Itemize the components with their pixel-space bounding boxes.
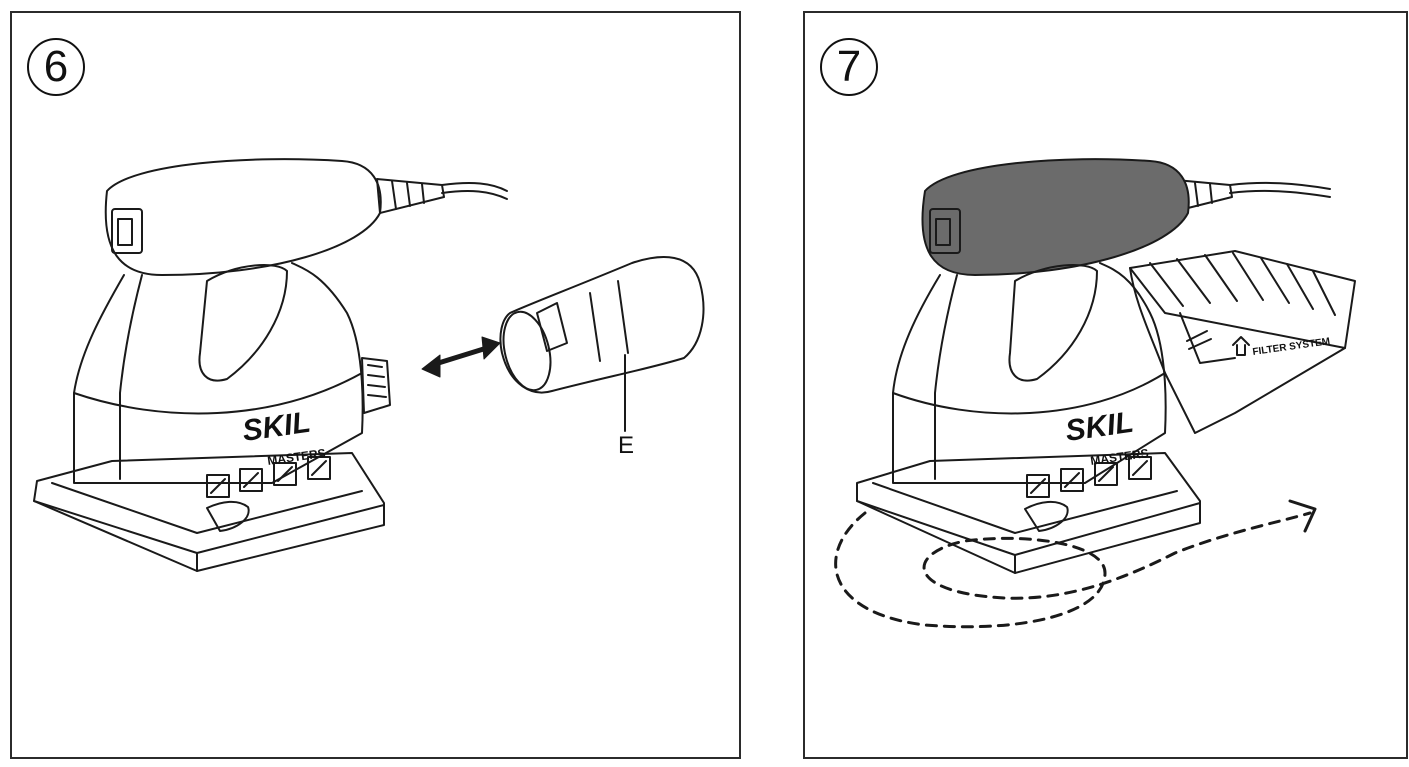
vent [206, 474, 230, 498]
motion-arrowhead [1288, 499, 1317, 533]
cord-strain-relief [376, 178, 445, 214]
sanding-base [33, 452, 385, 572]
sander-with-filter-illustration: FILTER SYSTEM SKIL MASTERS [834, 158, 1356, 629]
sander-with-adapter-illustration: SKIL MASTERS E [33, 158, 705, 572]
brand-logo: SKIL [1063, 406, 1135, 448]
motion-path [834, 511, 1312, 629]
power-cord [1229, 181, 1331, 190]
step-number-badge: 6 [27, 38, 85, 96]
grip-opening [198, 264, 288, 382]
figure-6-panel: 6 [10, 11, 741, 759]
filter-system-label: FILTER SYSTEM [1252, 336, 1331, 358]
grip-opening [1008, 264, 1098, 382]
dust-adapter [499, 256, 705, 394]
double-arrow [429, 344, 493, 368]
power-cord [441, 182, 508, 192]
step-number-badge: 7 [820, 38, 878, 96]
figure-7-panel: 7 FILTER SYSTEM [803, 11, 1408, 759]
part-label-e: E [618, 432, 634, 459]
dust-port [361, 357, 391, 414]
handle [104, 158, 382, 276]
filter-icon [1232, 336, 1250, 356]
power-switch [111, 208, 143, 254]
vent [1026, 474, 1050, 498]
paper-clamp [206, 500, 250, 532]
paper-clamp [1024, 501, 1069, 532]
handle [921, 158, 1190, 276]
model-label: MASTERS [1089, 446, 1149, 468]
power-switch [929, 208, 961, 254]
sanding-base [856, 452, 1201, 574]
brand-logo: SKIL [240, 406, 312, 448]
motor-housing [892, 262, 1167, 484]
filter-box [1129, 250, 1356, 434]
